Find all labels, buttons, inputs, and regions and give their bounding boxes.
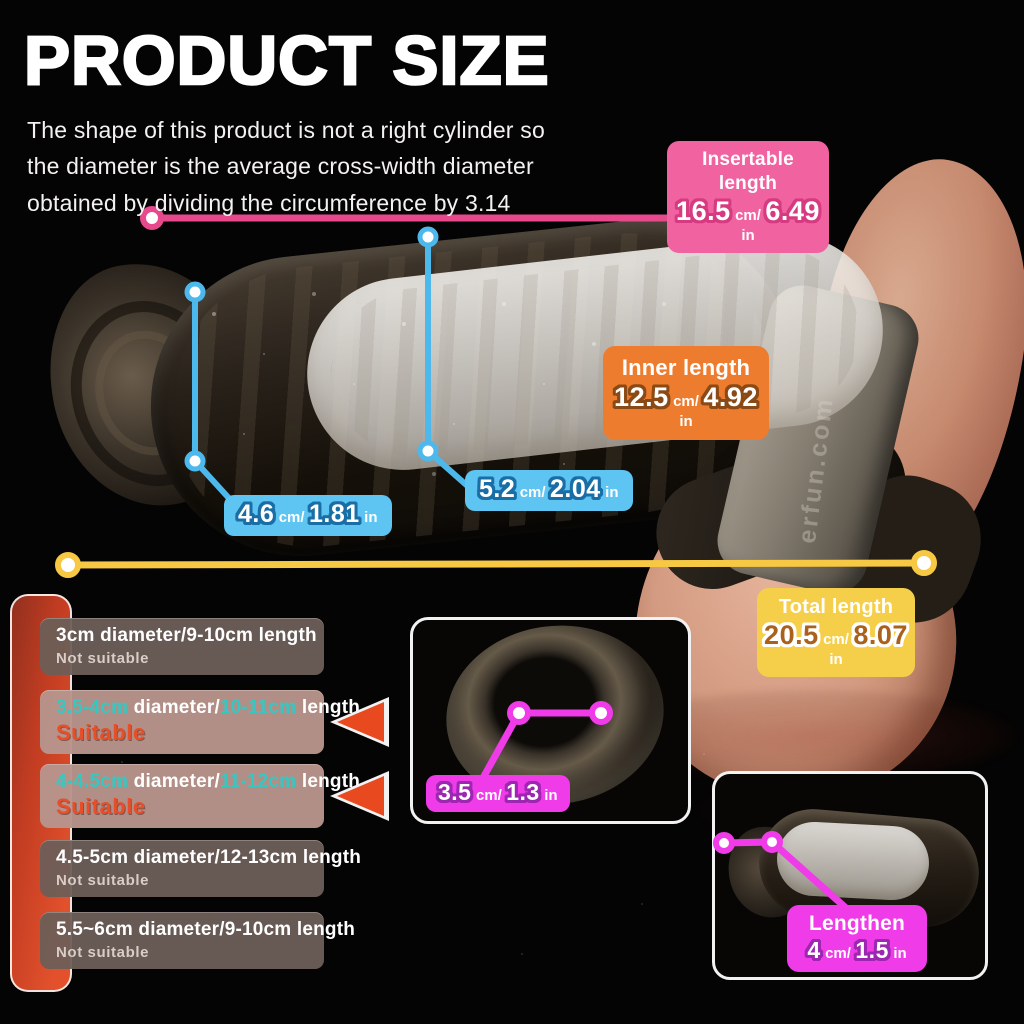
length-range: 10-11cm [219,697,297,718]
cm-value: 20.5 [764,620,819,650]
inch-value: 8.07 [853,620,908,650]
cm-value: 4.6 [238,500,275,528]
inch-value: 2.04 [550,475,601,503]
closeup-overlay-shape [775,820,931,902]
cm-unit: cm/ [825,945,851,963]
page-description: The shape of this product is not a right… [27,112,627,221]
inch-value: 1.3 [506,779,540,805]
diameter-range: 4-4.5cm [56,771,129,792]
cm-unit: cm/ [519,484,546,501]
title-tail: length [296,697,361,718]
length-range: 9-10cm [186,625,254,646]
inch-unit: in [741,226,755,244]
page-title: PRODUCT SIZE [23,22,550,99]
inch-value: 4.92 [703,381,758,412]
title-mid: diameter/ [128,847,220,868]
label-title: Lengthen [808,912,906,935]
total-length-label: Total length 20.5 cm/ 8.07 in [757,588,915,677]
size-card-4: 4.5-5cm diameter/12-13cm length Not suit… [40,840,361,897]
inch-value: 6.49 [765,195,820,226]
size-card-title: 3cm diameter/9-10cm length [56,625,317,647]
diameter-range: 4.5-5cm [56,847,129,868]
title-mid: diameter/ [94,625,187,646]
suitability-status: Not suitable [56,872,150,889]
description-line-1: The shape of this product is not a right… [27,117,545,143]
head-width-label: 4.6 cm/ 1.81 in [224,495,392,536]
inch-value: 1.81 [309,500,360,528]
size-card-title: 5.5~6cm diameter/9-10cm length [56,919,355,941]
cm-unit: cm/ [735,206,761,224]
inch-value: 1.5 [855,937,889,964]
length-range: 9-10cm [224,919,292,940]
water-droplets [0,0,4,4]
inch-unit: in [544,787,558,804]
title-mid: diameter/ [132,919,225,940]
title-tail: length [296,771,361,792]
title-tail: length [253,625,317,646]
title-tail: length [291,919,356,940]
diameter-range: 5.5~6cm [56,919,133,940]
diameter-range: 3.5-4cm [56,697,129,718]
size-card-2: 3.5-4cm diameter/10-11cm length Suitable [40,690,360,754]
size-card-title: 4.5-5cm diameter/12-13cm length [56,847,361,869]
cm-value: 16.5 [676,195,731,226]
shaft-width-label: 5.2 cm/ 2.04 in [465,470,633,511]
lengthen-label: Lengthen 4 cm/ 1.5 in [787,905,927,973]
inner-length-label: Inner length 12.5 cm/ 4.92 in [603,346,769,440]
label-title: Insertable length [702,149,794,194]
inch-unit: in [893,945,907,963]
length-range: 11-12cm [219,771,297,792]
suitability-status: Suitable [56,794,146,819]
title-tail: length [297,847,362,868]
suitability-status: Not suitable [56,650,150,667]
cm-unit: cm/ [673,392,699,410]
size-card-3: 4-4.5cm diameter/11-12cm length Suitable [40,764,360,828]
suitability-status: Not suitable [56,944,150,961]
suitability-status: Suitable [56,720,146,745]
cm-unit: cm/ [475,787,502,804]
length-range: 12-13cm [219,847,298,868]
description-line-3: obtained by dividing the circumference b… [27,189,511,216]
insertable-length-label: Insertable length 16.5 cm/ 6.49 in [667,141,829,253]
size-card-5: 5.5~6cm diameter/9-10cm length Not suita… [40,912,355,969]
cm-value: 5.2 [479,475,516,503]
cm-value: 3.5 [438,779,472,805]
cm-unit: cm/ [278,509,305,526]
title-mid: diameter/ [128,771,220,792]
cm-unit: cm/ [823,631,849,648]
inch-unit: in [605,484,619,501]
description-line-2: the diameter is the average cross-width … [27,153,534,180]
size-card-1: 3cm diameter/9-10cm length Not suitable [40,618,324,675]
diameter-range: 3cm [56,625,95,646]
inch-unit: in [829,651,843,668]
opening-diameter-label: 3.5 cm/ 1.3 in [426,775,570,812]
label-title: Inner length [621,355,751,380]
cm-value: 12.5 [614,381,669,412]
inch-unit: in [679,412,693,430]
size-card-title: 4-4.5cm diameter/11-12cm length [56,771,360,793]
inch-unit: in [364,509,378,526]
title-mid: diameter/ [128,697,220,718]
size-card-title: 3.5-4cm diameter/10-11cm length [56,697,360,719]
label-title: Total length [778,596,894,618]
cm-value: 4 [807,937,821,964]
